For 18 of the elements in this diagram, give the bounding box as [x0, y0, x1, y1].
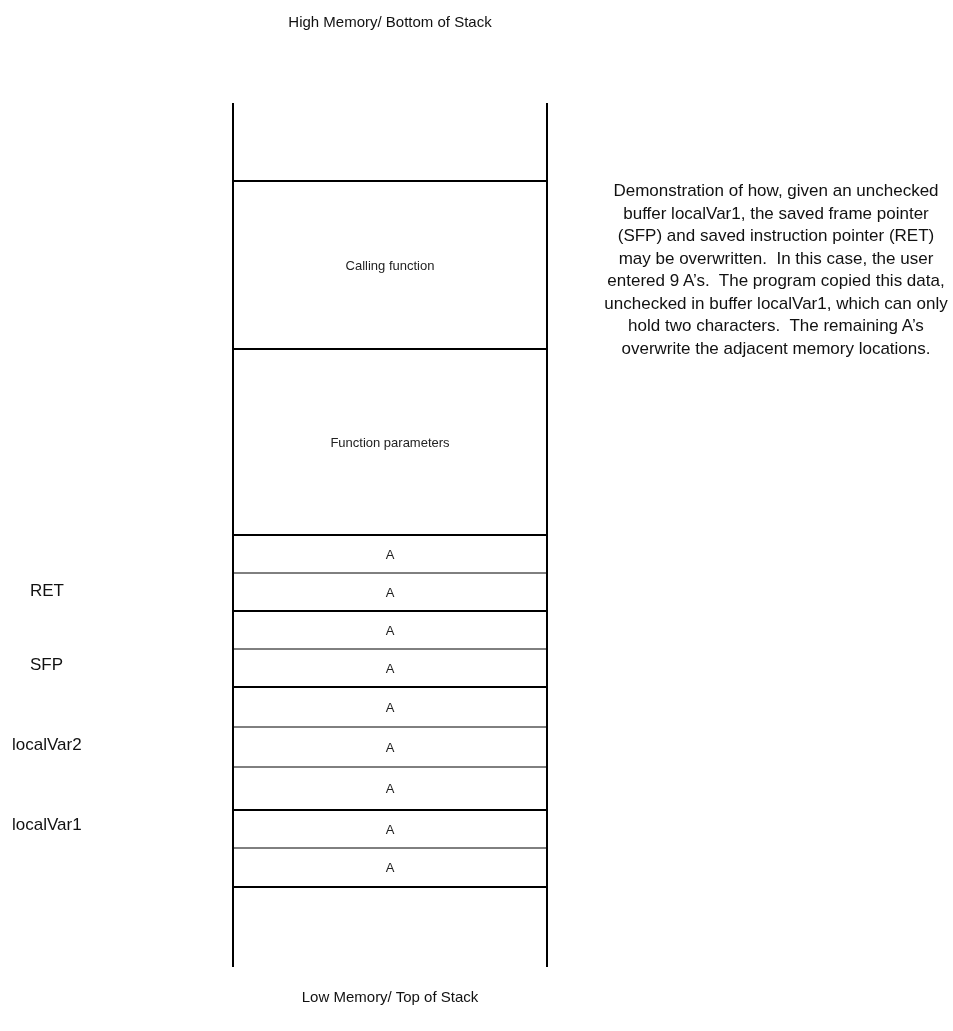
cell-text: A [385, 739, 395, 755]
cell-text: A [385, 546, 395, 562]
cell-text: A [385, 622, 395, 638]
description-paragraph: Demonstration of how, given an unchecked buffer localVar1, the saved frame pointer (SFP) and saved instruction pointer (RET) may be overwritten. In this case, the user entered 9 A’s. The program copied this data, unchecked in buffer localVar1, which can only hold two characters. The remaining A’s overwrite the adjacent memory locations. [603, 180, 949, 360]
cell-text: A [385, 660, 395, 676]
region-label: RET [30, 581, 65, 600]
region-label: localVar1 [12, 815, 83, 834]
cell-text: A [385, 699, 395, 715]
stack-end-label: High Memory/ Bottom of Stack [287, 12, 493, 31]
cell-text: Calling function [345, 257, 435, 273]
cell-text: A [385, 821, 395, 837]
stack-end-label: Low Memory/ Top of Stack [300, 987, 480, 1006]
region-label: SFP [30, 655, 65, 674]
region-label: localVar2 [12, 735, 83, 754]
cell-text: A [385, 860, 395, 875]
cell-text: Function parameters [330, 434, 450, 450]
cell-text: A [385, 584, 395, 600]
cell-text: A [385, 781, 395, 796]
